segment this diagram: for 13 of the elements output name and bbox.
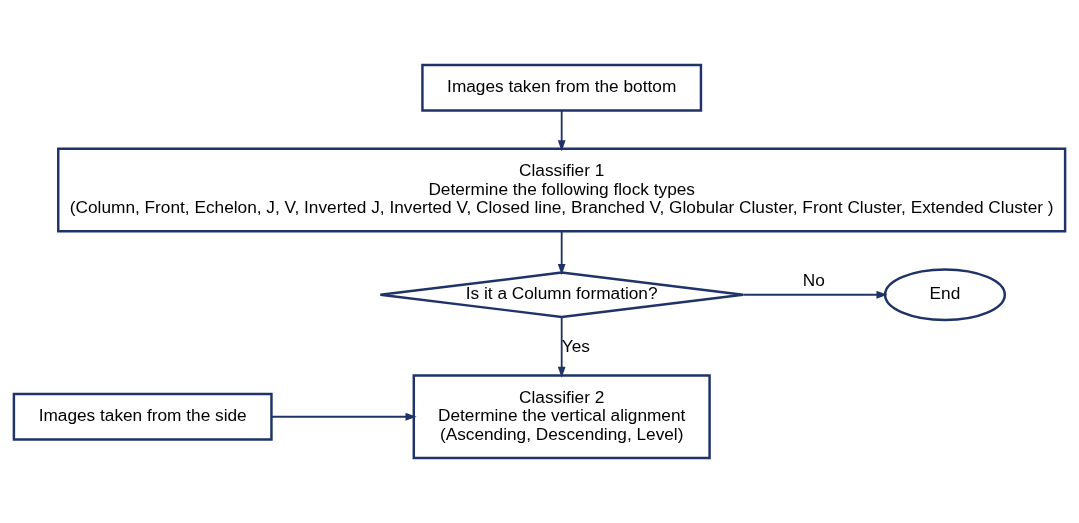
arrow bbox=[557, 230, 566, 275]
node-ellipse: End bbox=[883, 268, 1007, 322]
arrow bbox=[270, 412, 417, 421]
node-box: Classifier 1 Determine the following flock types (Column, Front, Echelon, J, V, Inverted J, Inverted V, Closed line, Branched V, Globular Cluster, Front Cluster, Extended Cluster ) bbox=[57, 147, 1067, 233]
node-box: Images taken from the bottom bbox=[421, 63, 703, 112]
node-box: Classifier 2 Determine the vertical alignment (Ascending, Descending, Level) bbox=[412, 374, 711, 460]
node-box: Images taken from the side bbox=[12, 392, 273, 441]
edge-label: No bbox=[802, 270, 825, 291]
arrow bbox=[557, 316, 566, 378]
arrow bbox=[742, 290, 888, 299]
node-diamond: Is it a Column formation? bbox=[379, 271, 745, 319]
edge-label: Yes bbox=[561, 336, 590, 357]
arrow bbox=[557, 109, 566, 152]
